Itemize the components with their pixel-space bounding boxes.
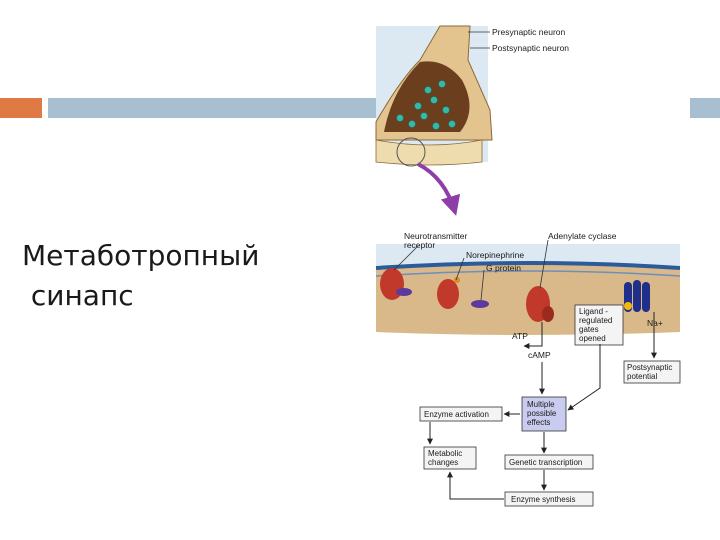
enzyme-activation-text: Enzyme activation <box>424 410 489 419</box>
label-camp: cAMP <box>528 350 551 360</box>
label-norepinephrine: Norepinephrine <box>466 250 524 260</box>
effects-line3: effects <box>527 418 550 427</box>
label-postsynaptic-neuron: Postsynaptic neuron <box>492 43 569 53</box>
label-receptor-line2: receptor <box>404 240 435 250</box>
ion-channel <box>624 280 650 312</box>
title-line-1: Метаботропный <box>22 239 260 272</box>
adenylate-leader <box>539 239 549 289</box>
g-protein <box>471 300 489 308</box>
gprotein-leader <box>480 269 485 301</box>
neurotransmitter-receptor <box>380 268 412 300</box>
label-atp: ATP <box>512 331 528 341</box>
flow-arrows <box>427 312 657 500</box>
receptor-with-norepinephrine <box>437 277 460 309</box>
potential-line1: Postsynaptic <box>627 363 672 372</box>
header-bar-right <box>690 98 720 118</box>
arrow-synthesis-metabolic <box>447 471 504 500</box>
header-bar <box>48 98 378 118</box>
potential-line2: potential <box>627 372 657 381</box>
box-ligand-gates: Ligand - regulated gates opened <box>574 304 624 346</box>
label-adenylate-cyclase: Adenylate cyclase <box>548 231 617 241</box>
metabolic-line2: changes <box>428 458 458 467</box>
box-enzyme-activation: Enzyme activation <box>419 406 503 422</box>
box-metabolic-changes: Metabolic changes <box>423 446 477 470</box>
presynaptic-terminal-illustration <box>375 25 493 167</box>
arrow-ligand-feedback <box>567 344 601 411</box>
ligand-line2: regulated <box>579 316 612 325</box>
header-accent-bar <box>0 98 42 118</box>
receptor-leader <box>393 245 419 271</box>
box-postsynaptic-potential: Postsynaptic potential <box>623 360 681 384</box>
ligand-line1: Ligand - <box>579 307 608 316</box>
ligand-line4: opened <box>579 334 606 343</box>
box-enzyme-synthesis: Enzyme synthesis <box>504 491 594 507</box>
box-genetic-transcription: Genetic transcription <box>504 454 594 470</box>
ligand-line3: gates <box>579 325 599 334</box>
adenylate-cyclase <box>526 286 554 322</box>
effects-line2: possible <box>527 409 557 418</box>
genetic-transcription-text: Genetic transcription <box>509 458 582 467</box>
label-g-protein: G protein <box>486 263 521 273</box>
label-presynaptic-neuron: Presynaptic neuron <box>492 27 566 37</box>
label-na: Na+ <box>647 318 663 328</box>
slide-title: Метаботропный синапс <box>22 236 322 316</box>
effects-line1: Multiple <box>527 400 555 409</box>
label-receptor-line1: Neurotransmitter <box>404 231 467 241</box>
arrow-atp <box>523 322 543 349</box>
title-line-2: синапс <box>22 279 134 312</box>
enzyme-synthesis-text: Enzyme synthesis <box>511 495 575 504</box>
norepinephrine-leader <box>455 257 465 281</box>
metabolic-line1: Metabolic <box>428 449 462 458</box>
magnify-arrow <box>417 162 461 216</box>
box-multiple-effects: Multiple possible effects <box>521 396 567 432</box>
